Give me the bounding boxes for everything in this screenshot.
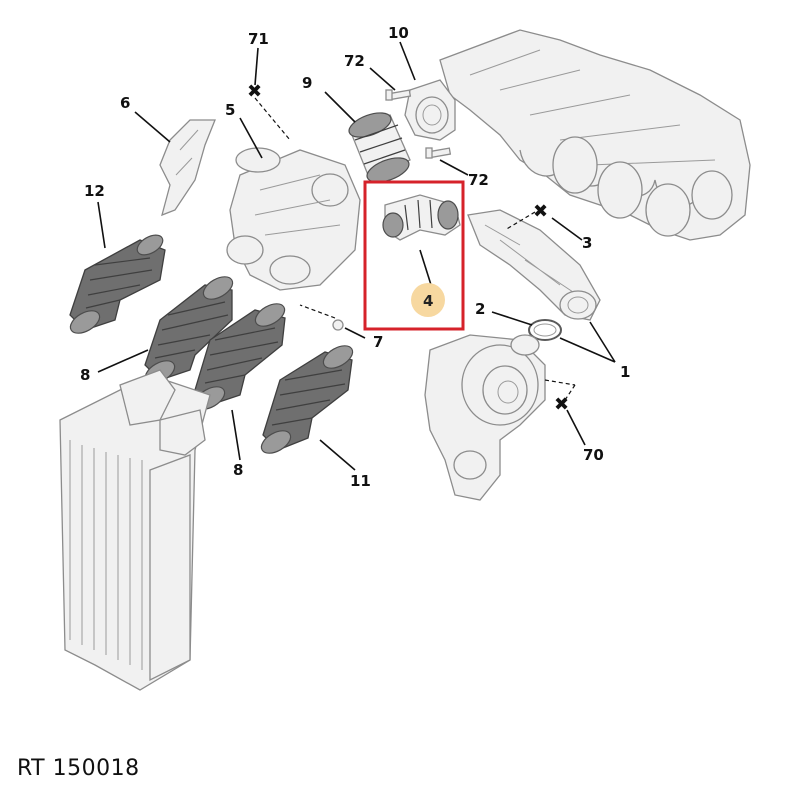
part-10-flange bbox=[404, 79, 456, 141]
callout-1: 1 bbox=[620, 363, 630, 381]
callout-6: 6 bbox=[120, 94, 130, 112]
callout-70: 70 bbox=[583, 446, 604, 464]
part-6-bracket bbox=[159, 119, 216, 217]
callout-11: 11 bbox=[350, 472, 371, 490]
part-11-hose bbox=[260, 345, 354, 454]
callout-12: 12 bbox=[84, 182, 105, 200]
part-8-hose-upper bbox=[144, 276, 234, 384]
bolt-72-lower bbox=[425, 147, 452, 159]
bolt-7 bbox=[332, 319, 344, 331]
intake-manifold bbox=[439, 29, 751, 241]
bolt-72-upper bbox=[385, 89, 412, 101]
callout-72-upper: 72 bbox=[344, 52, 365, 70]
callout-10: 10 bbox=[388, 24, 409, 42]
callout-3: 3 bbox=[582, 234, 592, 252]
part-12-hose bbox=[69, 234, 166, 334]
callout-9: 9 bbox=[302, 74, 312, 92]
part-2-seal bbox=[528, 319, 562, 341]
intercooler bbox=[59, 369, 211, 691]
callout-labels: 71 10 72 9 6 5 72 12 3 4 2 7 8 1 70 8 11 bbox=[80, 24, 630, 490]
cross-markers: ✖ ✖ ✖ bbox=[247, 81, 569, 415]
callout-2: 2 bbox=[475, 300, 485, 318]
part-4-elbow bbox=[382, 194, 461, 241]
callout-5: 5 bbox=[225, 101, 235, 119]
callout-4: 4 bbox=[423, 292, 433, 310]
callout-72-lower: 72 bbox=[468, 171, 489, 189]
cross-marker-70: ✖ bbox=[554, 394, 569, 415]
part-5-valve-body bbox=[226, 147, 361, 291]
callout-8-upper: 8 bbox=[80, 366, 90, 384]
leader-lines bbox=[97, 41, 616, 471]
part-3-pipe bbox=[467, 209, 601, 321]
callout-8-lower: 8 bbox=[233, 461, 243, 479]
part-9-coupler bbox=[348, 112, 411, 183]
highlight-box bbox=[363, 180, 465, 331]
reference-code: RT 150018 bbox=[17, 756, 140, 781]
cross-marker-3: ✖ bbox=[533, 201, 548, 222]
callout-marker-4 bbox=[411, 283, 445, 317]
callout-71: 71 bbox=[248, 30, 269, 48]
turbocharger bbox=[424, 334, 546, 501]
callout-7: 7 bbox=[373, 333, 383, 351]
cross-marker-71: ✖ bbox=[247, 81, 262, 102]
